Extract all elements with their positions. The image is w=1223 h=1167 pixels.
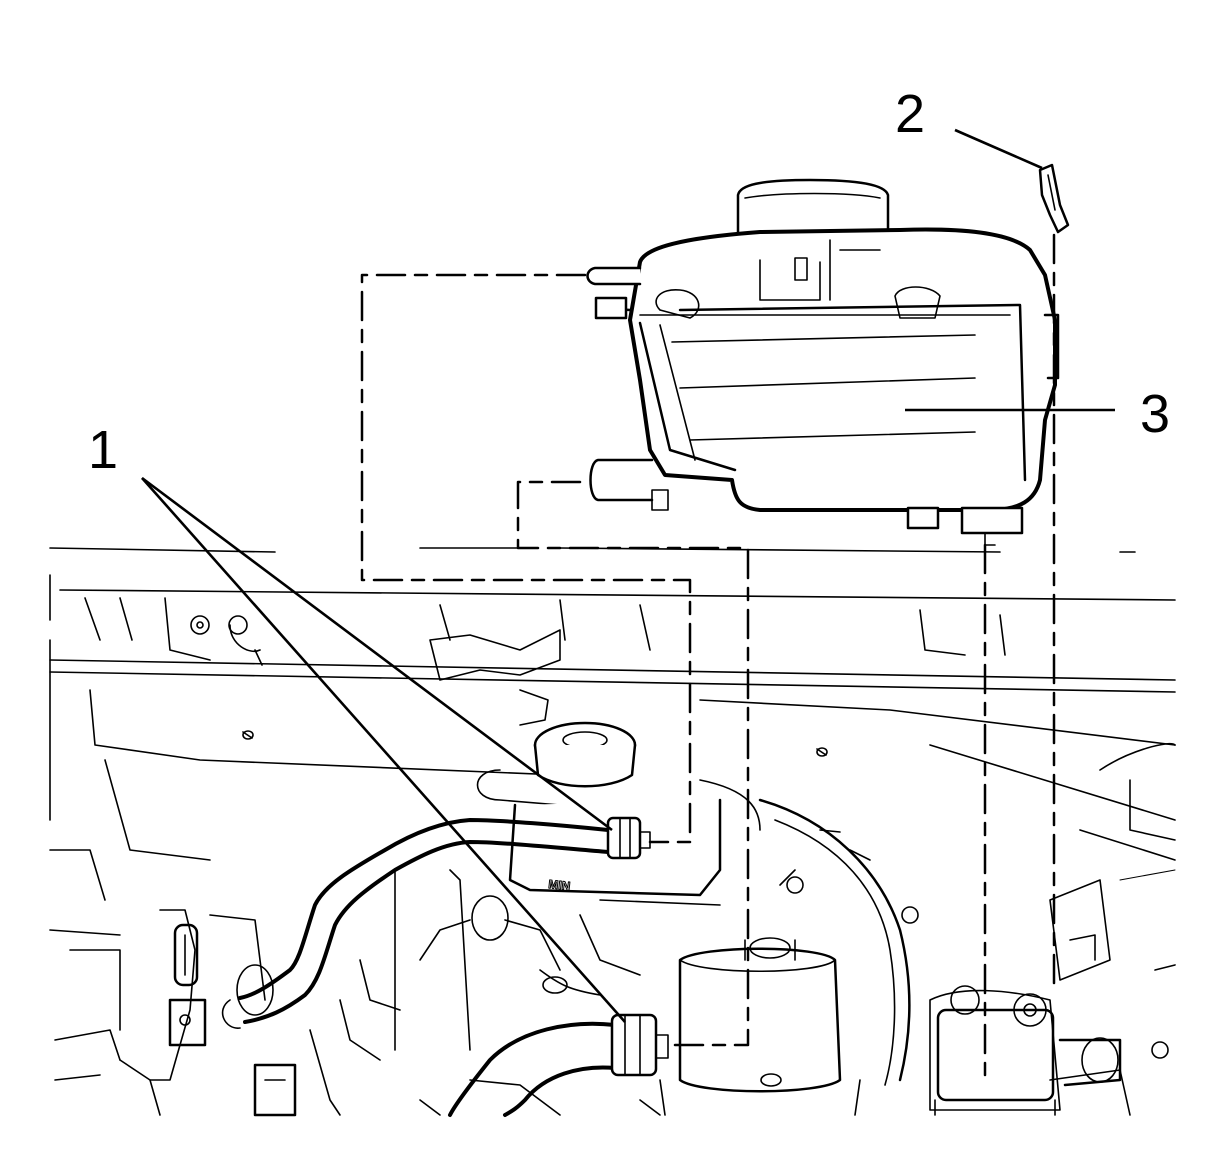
- engine-bay: MIN: [49, 547, 1176, 1117]
- brake-booster: [758, 798, 919, 1086]
- alignment-lines: [360, 233, 1056, 1087]
- brake-booster-canister: [659, 937, 861, 1116]
- min-mark: MIN: [548, 877, 571, 893]
- cowl-panel: [49, 547, 1176, 936]
- center-bracket: [429, 604, 561, 726]
- coolant-hose-upper: [238, 818, 610, 1024]
- leader-1-upper: [141, 476, 613, 832]
- hose-clamp-icon: [606, 816, 651, 860]
- brake-reservoir: MIN: [476, 721, 761, 906]
- callout-3-label: 3: [1140, 384, 1170, 444]
- right-bracket: [929, 869, 1176, 1116]
- coolant-hose-lower: [448, 1021, 617, 1117]
- retaining-clip-icon: [1038, 163, 1070, 234]
- alignment-line-upper-hose: [360, 273, 692, 844]
- alignment-line-lower-hose: [516, 480, 750, 1047]
- hose-clamp-icon: [610, 1013, 669, 1077]
- leader-1-lower: [141, 477, 626, 1023]
- callout-2-label: 2: [895, 84, 925, 144]
- callout-leaders: [141, 128, 1115, 1023]
- coolant-reservoir-icon: [586, 178, 1060, 546]
- leader-2: [954, 128, 1043, 170]
- callout-1-label: 1: [88, 420, 118, 480]
- cowl-bolts: [190, 615, 828, 757]
- lower-left-components: [54, 869, 661, 1117]
